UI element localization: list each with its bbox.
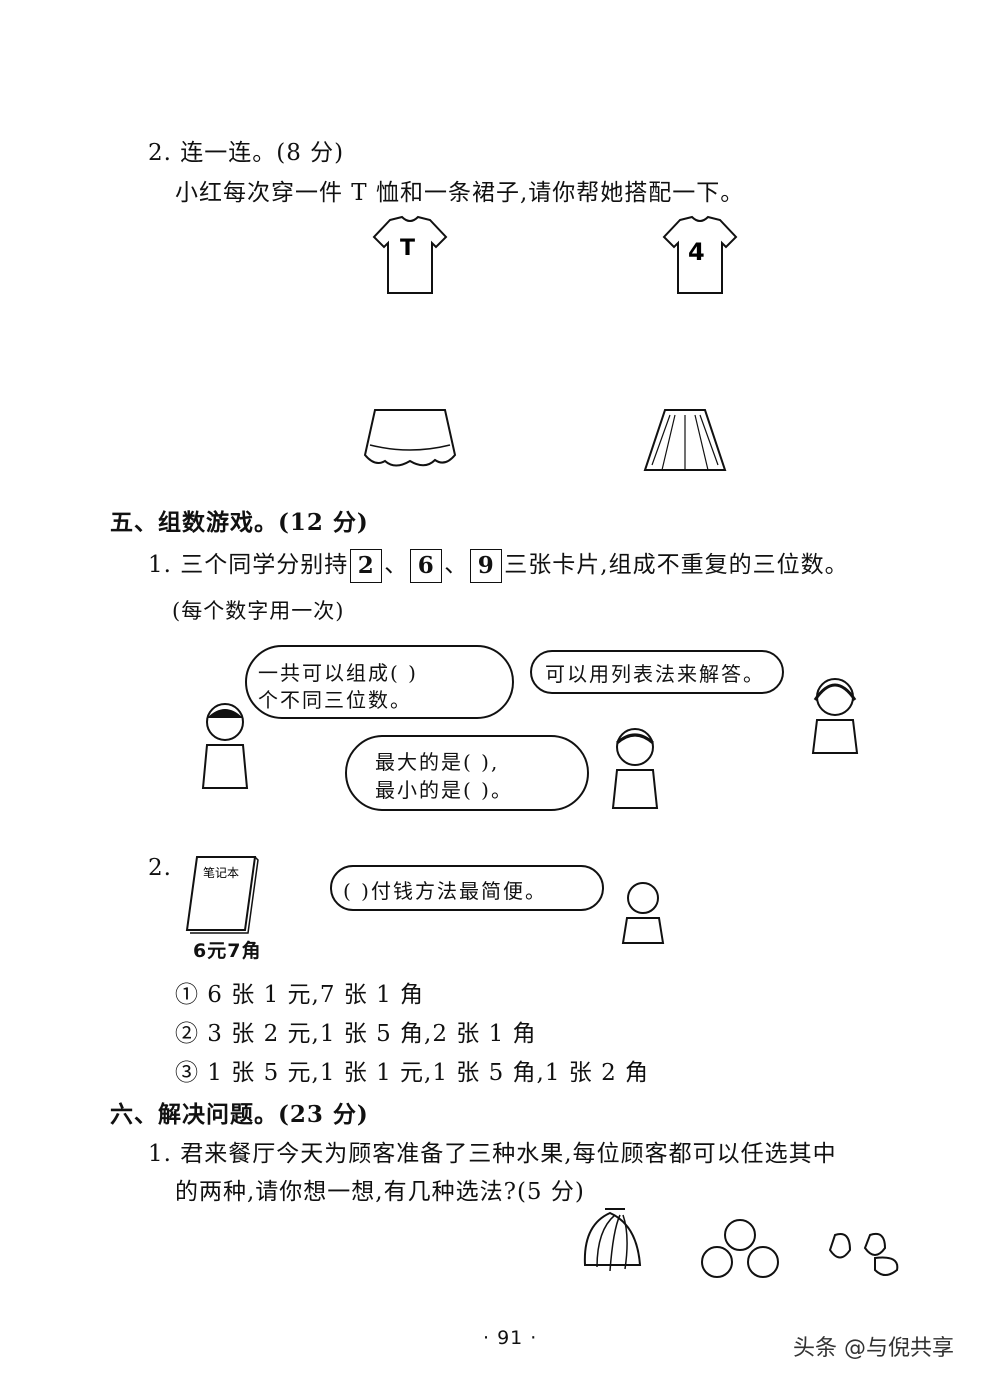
option: ③ 1 张 5 元,1 张 1 元,1 张 5 角,1 张 2 角 <box>175 1060 650 1086</box>
t-shirt-illustration: T <box>372 215 448 294</box>
bubble-text: 个不同三位数。 <box>258 688 412 712</box>
speech-bubble <box>330 865 604 911</box>
question-number: 2. <box>148 855 172 881</box>
bubble-text: 可以用列表法来解答。 <box>545 662 765 686</box>
strawberries-illustration <box>828 1232 899 1276</box>
question-prefix: 1. 三个同学分别持 <box>148 552 349 578</box>
boy-character-illustration <box>201 703 249 789</box>
card: 6 <box>410 549 443 583</box>
question-note: (每个数字用一次) <box>172 599 345 623</box>
question-suffix: 三张卡片,组成不重复的三位数。 <box>504 552 849 578</box>
price-label: 6元7角 <box>193 940 262 962</box>
question-text: 的两种,请你想一想,有几种选法?(5 分) <box>175 1179 585 1205</box>
card: 2 <box>350 549 383 583</box>
thought-bubble <box>245 645 514 719</box>
card: 9 <box>470 549 503 583</box>
question-instruction: 小红每次穿一件 T 恤和一条裙子,请你帮她搭配一下。 <box>175 180 745 206</box>
svg-text:T: T <box>400 236 415 261</box>
section-heading: 六、解决问题。(23 分) <box>110 1101 369 1128</box>
svg-text:4: 4 <box>688 238 705 266</box>
pleated-skirt-illustration <box>643 409 727 471</box>
thought-bubble <box>345 735 589 811</box>
number-shirt-illustration: 4 <box>662 215 738 294</box>
bananas-illustration <box>583 1208 642 1272</box>
separator: 、 <box>444 552 469 578</box>
page-number: · 91 · <box>483 1327 538 1349</box>
boy-character-illustration <box>611 728 659 809</box>
boy-character-illustration <box>621 882 665 944</box>
bubble-text: 最小的是( )。 <box>375 778 513 802</box>
separator: 、 <box>384 552 409 578</box>
question-text: 1. 君来餐厅今天为顾客准备了三种水果,每位顾客都可以任选其中 <box>148 1141 837 1167</box>
bubble-text: ( )付钱方法最简便。 <box>343 879 547 903</box>
bubble-text: 最大的是( ), <box>375 750 500 774</box>
girl-character-illustration <box>811 678 859 754</box>
apples-illustration <box>701 1219 779 1278</box>
section-heading: 五、组数游戏。(12 分) <box>110 509 369 536</box>
notebook-illustration: 笔记本 <box>185 856 259 934</box>
thought-bubble <box>530 650 784 694</box>
option: ② 3 张 2 元,1 张 5 角,2 张 1 角 <box>175 1021 537 1047</box>
watermark: 头条 @与倪共享 <box>793 1336 954 1361</box>
bubble-text: 一共可以组成( ) <box>258 661 418 685</box>
svg-text:笔记本: 笔记本 <box>203 865 239 880</box>
question-title: 2. 连一连。(8 分) <box>148 140 345 166</box>
ruffled-skirt-illustration <box>363 409 457 467</box>
option: ① 6 张 1 元,7 张 1 角 <box>175 982 425 1008</box>
